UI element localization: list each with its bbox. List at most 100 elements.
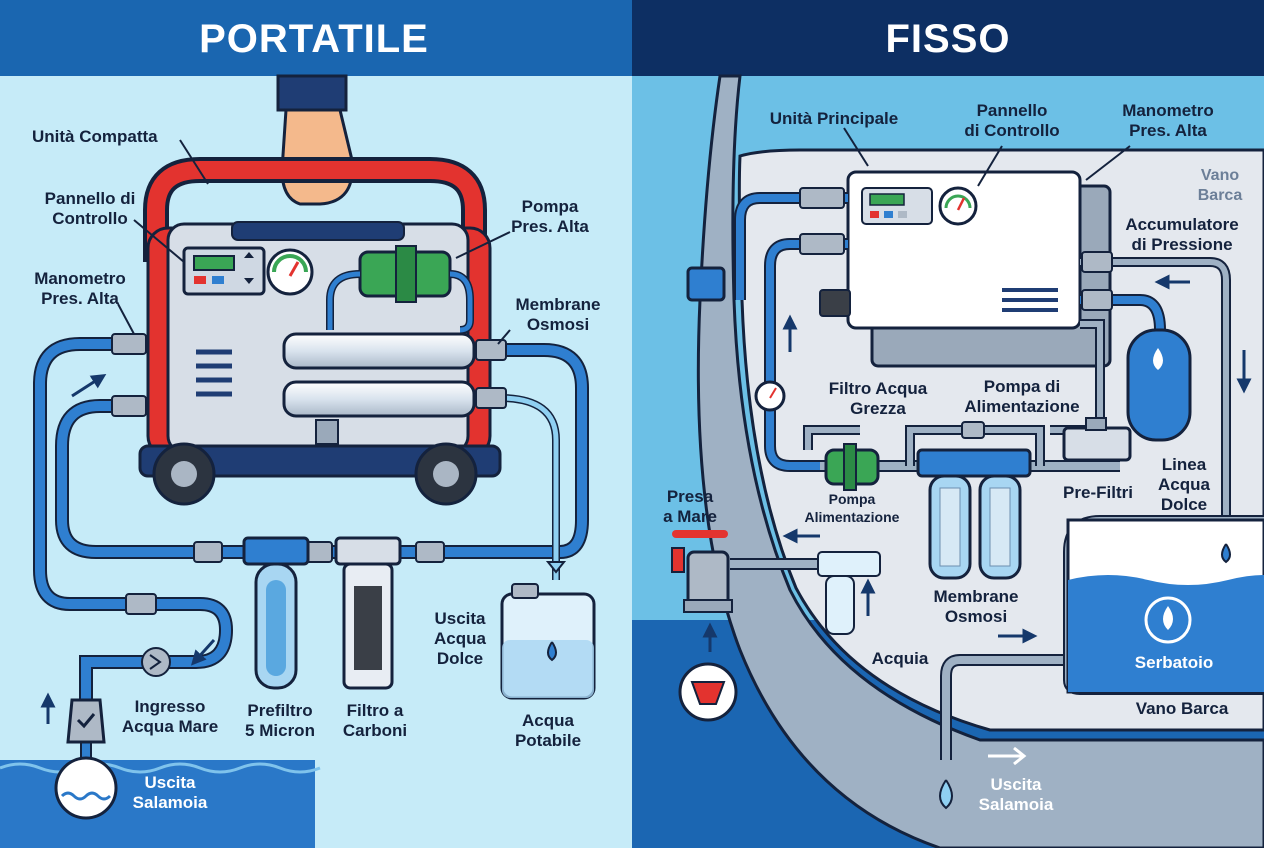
label-water: Acquia bbox=[872, 649, 929, 668]
pipe-clamp bbox=[686, 266, 726, 302]
label-hp-pump-1: Pompa bbox=[522, 197, 579, 216]
label-boat-bay-top-1: Vano bbox=[1201, 167, 1239, 184]
label-carbon-filter-1: Filtro a bbox=[347, 701, 404, 720]
label-brine-out-2: Salamoia bbox=[133, 793, 208, 812]
jerrycan-water bbox=[502, 640, 594, 698]
label-gauge-1: Manometro bbox=[34, 269, 126, 288]
label-feed-pump-1: Pompa bbox=[829, 491, 876, 507]
label-freshwater-out-2: Acqua bbox=[434, 629, 487, 648]
label-compact-unit: Unità Compatta bbox=[32, 127, 158, 146]
strainer-bowl bbox=[825, 575, 855, 635]
sleeve bbox=[276, 74, 348, 112]
vent-grille bbox=[196, 349, 232, 397]
check-valve bbox=[141, 647, 171, 677]
right-panel: FISSO bbox=[632, 0, 1264, 848]
label-boat-bay: Vano Barca bbox=[1136, 699, 1229, 718]
valve-block bbox=[1062, 426, 1132, 462]
brine-outlet bbox=[54, 756, 118, 820]
intake-strainer bbox=[66, 698, 106, 744]
label-control-panel-2: Controllo bbox=[52, 209, 128, 228]
label-gauge-2: Pres. Alta bbox=[41, 289, 119, 308]
brine-drop-icon bbox=[939, 779, 953, 810]
display-screen bbox=[193, 255, 235, 271]
sea-wave bbox=[0, 762, 321, 774]
label-seacock-1: Presa bbox=[667, 487, 714, 506]
wheel-right-hub bbox=[433, 461, 459, 487]
accumulator-drop-icon bbox=[1153, 348, 1163, 370]
flow-arrow-down bbox=[545, 561, 567, 574]
label-hp-pump-2: Pres. Alta bbox=[511, 217, 589, 236]
label-seacock-2: a Mare bbox=[663, 507, 717, 526]
label-seawater-in-2: Acqua Mare bbox=[122, 717, 218, 736]
carbon-filter-head bbox=[334, 536, 402, 566]
tank-drop-icon bbox=[1163, 606, 1173, 630]
label-drinking-water-1: Acqua bbox=[522, 711, 575, 730]
label-boat-bay-top-2: Barca bbox=[1198, 187, 1243, 204]
pressure-accumulator bbox=[1126, 328, 1192, 442]
hp-pump-collar bbox=[395, 245, 417, 303]
label-accumulator-1: Accumulatore bbox=[1125, 215, 1238, 234]
left-flow-arrows bbox=[40, 373, 216, 724]
gauge-arc bbox=[272, 254, 308, 273]
wheel-left-hub bbox=[171, 461, 197, 487]
unit-display bbox=[869, 193, 905, 206]
unit-gauge bbox=[938, 186, 978, 226]
label-brine-right-1: Uscita bbox=[990, 775, 1042, 794]
label-feed-pump-2: Alimentazione bbox=[805, 509, 900, 525]
right-flow-arrows bbox=[702, 274, 1252, 652]
left-header-bar bbox=[0, 0, 632, 76]
label-fresh-line-2: Acqua bbox=[1158, 475, 1211, 494]
brine-arrow bbox=[988, 746, 1027, 766]
top-rail bbox=[231, 221, 405, 241]
raw-water-gauge bbox=[754, 380, 786, 412]
water-drop-icon bbox=[547, 641, 557, 662]
label-prefilter-2: 5 Micron bbox=[245, 721, 315, 740]
pump-hose-2 bbox=[327, 271, 361, 330]
left-leader-lines bbox=[117, 139, 511, 345]
blue-button bbox=[212, 276, 224, 284]
label-carbon-filter-2: Carboni bbox=[343, 721, 407, 740]
label-unit-panel-1: Pannello bbox=[977, 101, 1048, 120]
sea-water bbox=[0, 760, 315, 848]
tank-icon-ring bbox=[1144, 596, 1192, 644]
membrane-mount bbox=[315, 419, 339, 445]
left-panel-title: PORTATILE bbox=[199, 17, 429, 61]
label-unit-gauge-2: Pres. Alta bbox=[1129, 121, 1207, 140]
unit-blue-button bbox=[884, 211, 893, 218]
label-fresh-line-1: Linea bbox=[1162, 455, 1207, 474]
label-membranes-right-2: Osmosi bbox=[945, 607, 1007, 626]
carbon-cartridge bbox=[354, 586, 382, 670]
left-panel: PORTATILE bbox=[0, 0, 632, 848]
label-feed-pump-top-1: Pompa di bbox=[984, 377, 1061, 396]
label-accumulator-2: di Pressione bbox=[1131, 235, 1232, 254]
label-main-unit: Unità Principale bbox=[770, 109, 898, 128]
label-fresh-line-3: Dolce bbox=[1161, 495, 1207, 514]
gauge-needle bbox=[288, 261, 300, 277]
red-button bbox=[194, 276, 206, 284]
label-brine-right-2: Salamoia bbox=[979, 795, 1054, 814]
label-drinking-water-2: Potabile bbox=[515, 731, 581, 750]
label-freshwater-out-1: Uscita bbox=[434, 609, 486, 628]
tank-water bbox=[1068, 575, 1264, 692]
label-membranes-1: Membrane bbox=[515, 295, 600, 314]
right-pipes bbox=[730, 192, 1264, 760]
prefilter-manifold bbox=[916, 448, 1032, 478]
strainer-head bbox=[817, 551, 881, 577]
hose-fittings bbox=[111, 333, 507, 615]
prefilter-head bbox=[242, 536, 310, 566]
pump-hose bbox=[449, 271, 473, 333]
right-header-bar bbox=[632, 0, 1264, 76]
label-raw-filter-1: Filtro Acqua bbox=[829, 379, 928, 398]
right-leader-lines bbox=[843, 127, 1131, 187]
label-freshwater-out-3: Dolce bbox=[437, 649, 483, 668]
check-icon bbox=[76, 713, 96, 729]
label-membranes-2: Osmosi bbox=[527, 315, 589, 334]
label-seawater-in-1: Ingresso bbox=[135, 697, 206, 716]
label-unit-gauge-1: Manometro bbox=[1122, 101, 1214, 120]
label-prefilter-1: Prefiltro bbox=[247, 701, 312, 720]
label-prefilters: Pre-Filtri bbox=[1063, 483, 1133, 502]
label-control-panel-1: Pannello di bbox=[45, 189, 136, 208]
base-tray bbox=[138, 444, 502, 478]
unit-vent bbox=[1002, 288, 1058, 312]
